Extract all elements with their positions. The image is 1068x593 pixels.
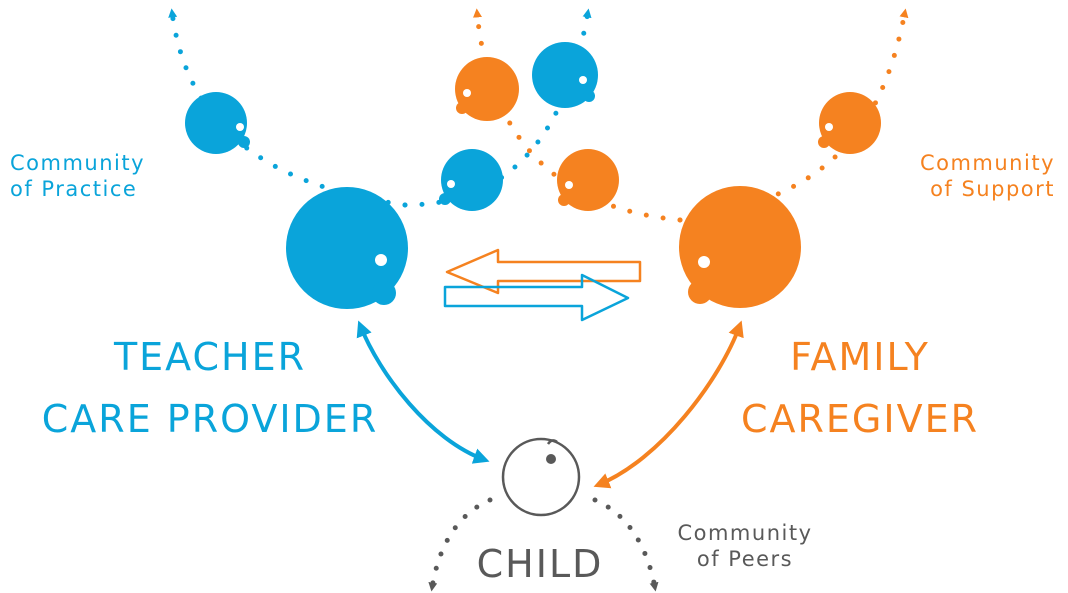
- community-of-practice-label: Community of Practice: [10, 151, 146, 202]
- exchange-arrow-to-teacher: [445, 248, 642, 295]
- family-child-arrow: [593, 320, 744, 489]
- family-caregiver-head: [679, 186, 801, 308]
- teacher-head: [286, 187, 408, 309]
- blue-community-head-1: [185, 92, 250, 154]
- teacher-label: TEACHER: [113, 335, 307, 379]
- community-of-support-label: Community of Support: [919, 151, 1055, 202]
- teacher-child-arrow: [356, 320, 490, 464]
- family-label: FAMILY: [790, 335, 930, 379]
- child-head: [501, 437, 581, 517]
- blue-community-head-3: [532, 42, 598, 108]
- care-provider-label: CARE PROVIDER: [41, 397, 379, 441]
- orange-community-head-3: [818, 92, 881, 154]
- community-of-peers-label: Community of Peers: [677, 521, 813, 572]
- blue-community-head-2: [439, 149, 503, 211]
- caregiver-label: CAREGIVER: [740, 397, 979, 441]
- orange-community-head-1: [455, 57, 519, 121]
- exchange-arrow-to-family: [443, 273, 630, 322]
- orange-community-head-2: [557, 149, 619, 211]
- child-label: CHILD: [476, 542, 604, 586]
